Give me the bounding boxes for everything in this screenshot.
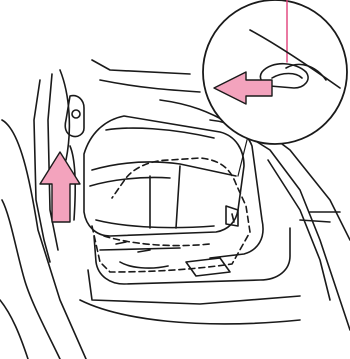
magnifier-callout [203, 0, 347, 144]
seat-cushion [84, 116, 244, 236]
